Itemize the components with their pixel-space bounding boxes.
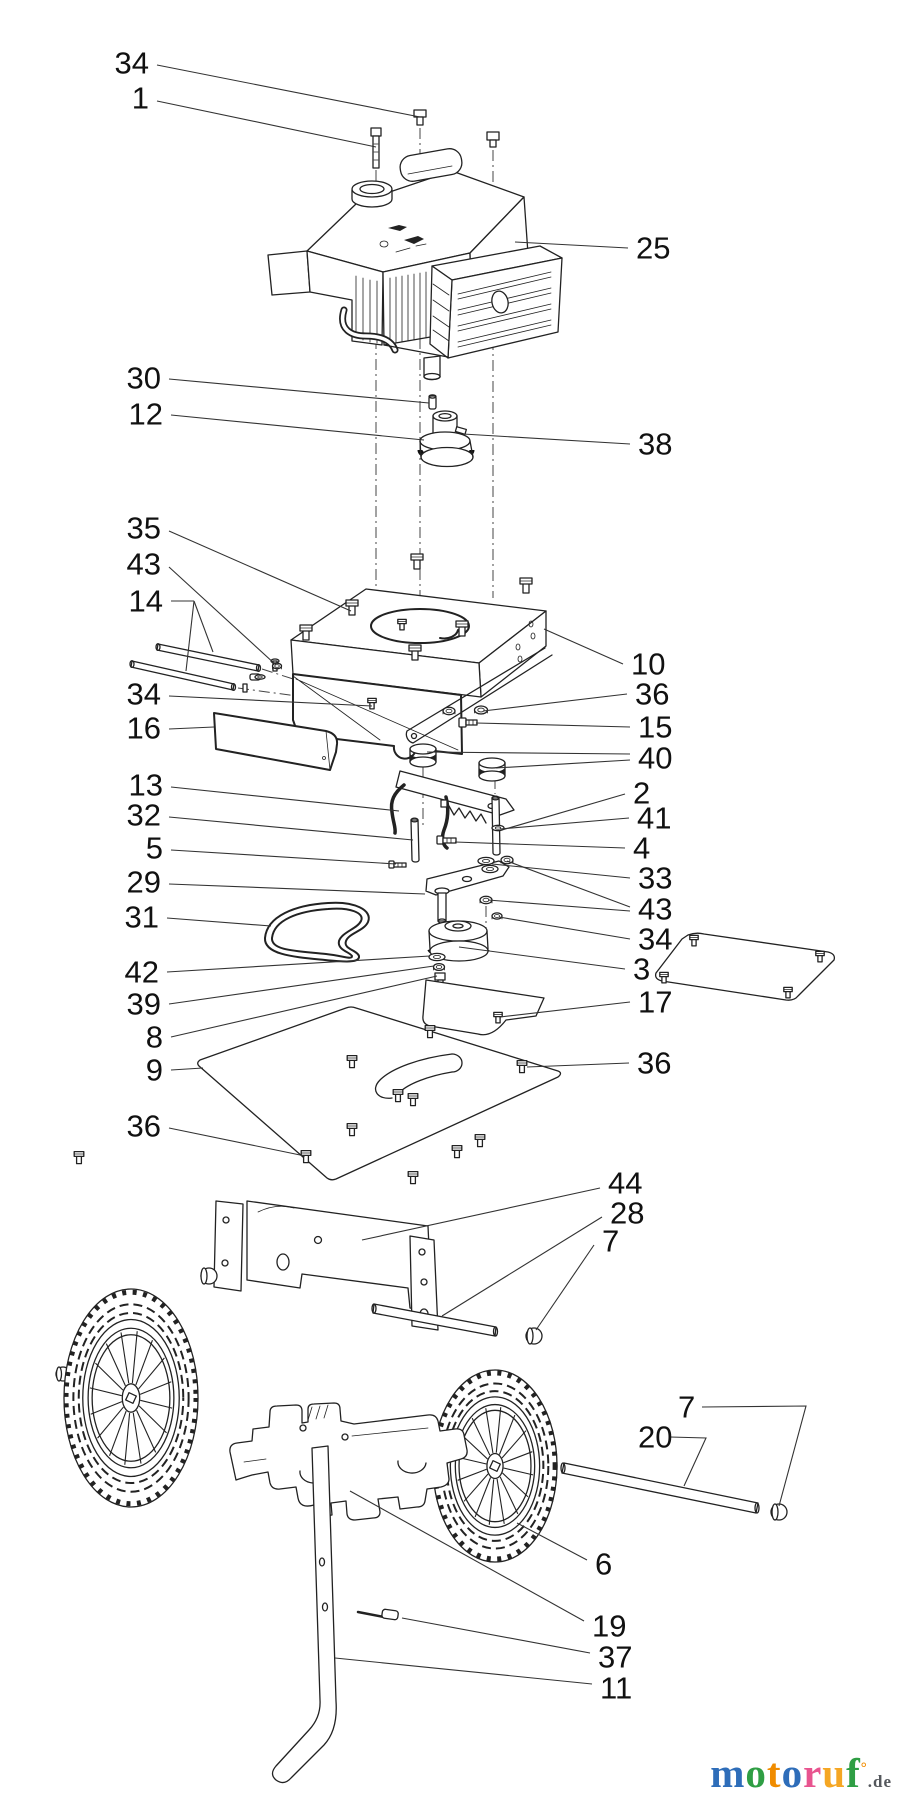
callout-42: 42 <box>125 955 159 990</box>
callout-40: 40 <box>638 741 672 776</box>
washers-layer <box>254 674 505 962</box>
callout-34: 34 <box>127 677 161 712</box>
callout-1: 1 <box>132 81 149 116</box>
callout-41: 41 <box>637 801 671 836</box>
trademark-mark: ° <box>860 1760 868 1777</box>
callout-44: 44 <box>608 1166 642 1201</box>
callout-25: 25 <box>636 231 670 266</box>
callout-14: 14 <box>129 584 163 619</box>
callout-36: 36 <box>637 1046 671 1081</box>
callout-31: 31 <box>125 900 159 935</box>
handle-bar <box>271 1445 337 1784</box>
callout-10: 10 <box>631 647 665 682</box>
callout-37: 37 <box>598 1640 632 1675</box>
left-wheel <box>63 1288 199 1508</box>
caster-casting <box>229 1402 468 1521</box>
logo-suffix: .de <box>867 1772 892 1791</box>
callout-33: 33 <box>638 861 672 896</box>
adjuster-rods <box>129 642 280 693</box>
logo-letter: r <box>803 1750 823 1796</box>
logo-letter: o <box>745 1750 767 1796</box>
logo-letter: f <box>846 1750 861 1796</box>
logo-letter: o <box>781 1750 804 1796</box>
callout-7: 7 <box>678 1390 695 1425</box>
callout-8: 8 <box>146 1020 163 1055</box>
right-wheel <box>432 1369 558 1563</box>
callout-5: 5 <box>146 831 163 866</box>
logo-letter: u <box>822 1750 847 1796</box>
part-callouts: 3413012354314341613325293142398936253810… <box>115 46 807 1706</box>
callout-36: 36 <box>635 677 669 712</box>
callout-13: 13 <box>129 768 163 803</box>
callout-35: 35 <box>127 511 161 546</box>
callout-34: 34 <box>115 46 149 81</box>
drive-belt <box>263 901 370 963</box>
callout-12: 12 <box>129 397 163 432</box>
screws-layer <box>73 553 825 1185</box>
callout-36: 36 <box>127 1109 161 1144</box>
wheel-bracket-and-axles <box>55 1200 788 1521</box>
callout-11: 11 <box>600 1671 632 1706</box>
callout-38: 38 <box>638 427 672 462</box>
logo-word: motoruf <box>710 1750 860 1796</box>
logo-letter: t <box>766 1750 782 1796</box>
nuts-layer <box>271 662 514 972</box>
callout-4: 4 <box>633 831 650 866</box>
cable-pin <box>356 1608 399 1621</box>
motoruf-watermark: motoruf°.de <box>710 1753 892 1794</box>
callout-6: 6 <box>595 1547 612 1582</box>
callout-2: 2 <box>633 776 650 811</box>
callout-19: 19 <box>592 1609 626 1644</box>
idler-spindle-parts <box>388 770 515 991</box>
crankshaft-pulley-group <box>417 394 475 468</box>
callout-20: 20 <box>638 1420 672 1455</box>
callout-29: 29 <box>127 865 161 900</box>
callout-30: 30 <box>127 361 161 396</box>
engine-assembly <box>267 148 563 381</box>
side-cover-panel <box>213 712 339 771</box>
engine-mount-bolts <box>370 109 500 169</box>
callout-3: 3 <box>633 952 650 987</box>
callout-16: 16 <box>127 711 161 746</box>
callout-32: 32 <box>127 798 161 833</box>
callout-17: 17 <box>638 985 672 1020</box>
logo-letter: m <box>710 1750 746 1796</box>
deck-plates <box>197 932 836 1181</box>
callout-15: 15 <box>638 710 672 745</box>
callout-39: 39 <box>127 987 161 1022</box>
callout-43: 43 <box>638 892 672 927</box>
callout-43: 43 <box>127 547 161 582</box>
callout-9: 9 <box>146 1053 163 1088</box>
callout-7: 7 <box>602 1224 619 1259</box>
callout-28: 28 <box>610 1196 644 1231</box>
callout-34: 34 <box>638 922 672 957</box>
